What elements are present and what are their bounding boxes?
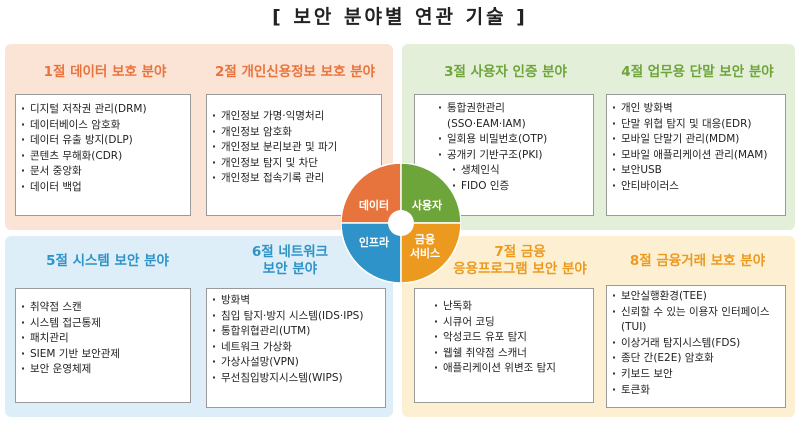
page-title: [ 보안 분야별 연관 기술 ]: [272, 6, 528, 28]
section-1-title: 1절 데이터 보호 분야: [43, 64, 167, 80]
segment-label-user: 사용자: [412, 198, 443, 212]
list-item: 개인정보 가명·익명처리: [211, 109, 377, 125]
section-7-title-line1: 7절 금융: [494, 244, 546, 260]
list-item: 시스템 접근통제: [20, 316, 186, 332]
finance-segment: [400, 222, 461, 283]
list-item: 모바일 단말기 관리(MDM): [611, 132, 781, 148]
section-6-title-line2: 보안 분야: [262, 261, 318, 277]
list-item: 보안 운영체제: [20, 362, 186, 378]
section-5-title: 5절 시스템 보안 분야: [46, 253, 169, 269]
list-item: 안티바이러스: [611, 179, 781, 195]
list-item: 무선침입방지시스템(WIPS): [211, 371, 381, 387]
section-7-box: 난독화 시큐어 코딩 악성코드 유포 탐지 웹쉘 취약점 스캐너 애플리케이션 …: [414, 288, 594, 403]
section-6-title: 6절 네트워크 보안 분야: [230, 244, 350, 278]
infra-segment: [341, 222, 402, 283]
list-item: 키보드 보안: [611, 367, 783, 383]
list-item: 보안실행환경(TEE): [611, 289, 783, 305]
list-item: 생체인식: [437, 163, 589, 179]
segment-label-finance-1: 금융: [415, 233, 435, 246]
list-item: 난독화: [433, 299, 589, 315]
list-item: 이상거래 탐지시스템(FDS): [611, 336, 783, 352]
list-item: 보안USB: [611, 163, 781, 179]
section-2-title: 2절 개인신용정보 보호 분야: [214, 64, 376, 80]
list-item: (TUI): [621, 321, 647, 334]
section-3-title: 3절 사용자 인증 분야: [444, 64, 567, 80]
segment-label-finance-2: 서비스: [410, 246, 440, 260]
list-item: (SSO·EAM·IAM): [447, 117, 526, 130]
section-6-box: 방화벽 침입 탐지·방지 시스템(IDS·IPS) 통합위협관리(UTM) 네트…: [206, 288, 386, 408]
list-item: 종단 간(E2E) 암호화: [611, 351, 783, 367]
list-item: 문서 중앙화: [20, 164, 186, 180]
list-item: 개인정보 탐지 및 차단: [211, 156, 377, 172]
list-item: 데이터 유출 방지(DLP): [20, 133, 186, 149]
list-item: 데이터베이스 암호화: [20, 118, 186, 134]
section-4-box: 개인 방화벽 단말 위협 탐지 및 대응(EDR) 모바일 단말기 관리(MDM…: [606, 94, 786, 216]
list-item: 악성코드 유포 탐지: [433, 330, 589, 346]
section-7-title: 7절 금융 응용프로그램 보안 분야: [445, 244, 595, 278]
list-item: 침입 탐지·방지 시스템(IDS·IPS): [211, 309, 381, 325]
list-item: 신뢰할 수 있는 이용자 인터페이스: [611, 305, 783, 321]
center-circle-diagram: 데이터 사용자 인프라 금융 서비스: [341, 163, 461, 283]
list-item: 일회용 비밀번호(OTP): [437, 132, 589, 148]
list-item: 개인 방화벽: [611, 101, 781, 117]
list-item: 개인정보 분리보관 및 파기: [211, 140, 377, 156]
list-item: 시큐어 코딩: [433, 315, 589, 331]
user-segment: [400, 163, 461, 224]
list-item: 공개키 기반구조(PKI): [437, 148, 589, 164]
list-item: 모바일 애플리케이션 관리(MAM): [611, 148, 781, 164]
list-item: 애플리케이션 위변조 탐지: [433, 361, 589, 377]
section-8-box: 보안실행환경(TEE) 신뢰할 수 있는 이용자 인터페이스 (TUI) 이상거…: [606, 285, 786, 408]
list-item: 개인정보 접속기록 관리: [211, 171, 377, 187]
list-item: FIDO 인증: [437, 179, 589, 195]
list-item: 취약점 스캔: [20, 300, 186, 316]
list-item: SIEM 기반 보안관제: [20, 347, 186, 363]
list-item: 웹쉘 취약점 스캐너: [433, 346, 589, 362]
section-6-title-line1: 6절 네트워크: [251, 244, 329, 260]
section-1-box: 디지털 저작권 관리(DRM) 데이터베이스 암호화 데이터 유출 방지(DLP…: [15, 94, 191, 216]
list-item: 데이터 백업: [20, 180, 186, 196]
list-item: 가상사설망(VPN): [211, 355, 381, 371]
section-5-box: 취약점 스캔 시스템 접근통제 패치관리 SIEM 기반 보안관제 보안 운영체…: [15, 288, 191, 403]
section-8-title: 8절 금융거래 보호 분야: [629, 253, 766, 269]
list-item: 패치관리: [20, 331, 186, 347]
data-segment: [341, 163, 402, 224]
segment-label-data: 데이터: [359, 198, 389, 212]
list-item: 토큰화: [611, 383, 783, 399]
list-item: 네트워크 가상화: [211, 340, 381, 356]
list-item: 단말 위협 탐지 및 대응(EDR): [611, 117, 781, 133]
list-item: 디지털 저작권 관리(DRM): [20, 102, 186, 118]
list-item: 콘텐츠 무해화(CDR): [20, 149, 186, 165]
list-item: 통합위협관리(UTM): [211, 324, 381, 340]
segment-label-infra: 인프라: [359, 235, 390, 249]
list-item: 통합권한관리: [437, 101, 589, 117]
list-item: 개인정보 암호화: [211, 125, 377, 141]
list-item: 방화벽: [211, 293, 381, 309]
center-hole: [388, 210, 414, 236]
section-7-title-line2: 응용프로그램 보안 분야: [453, 261, 587, 277]
section-4-title: 4절 업무용 단말 보안 분야: [621, 64, 774, 80]
